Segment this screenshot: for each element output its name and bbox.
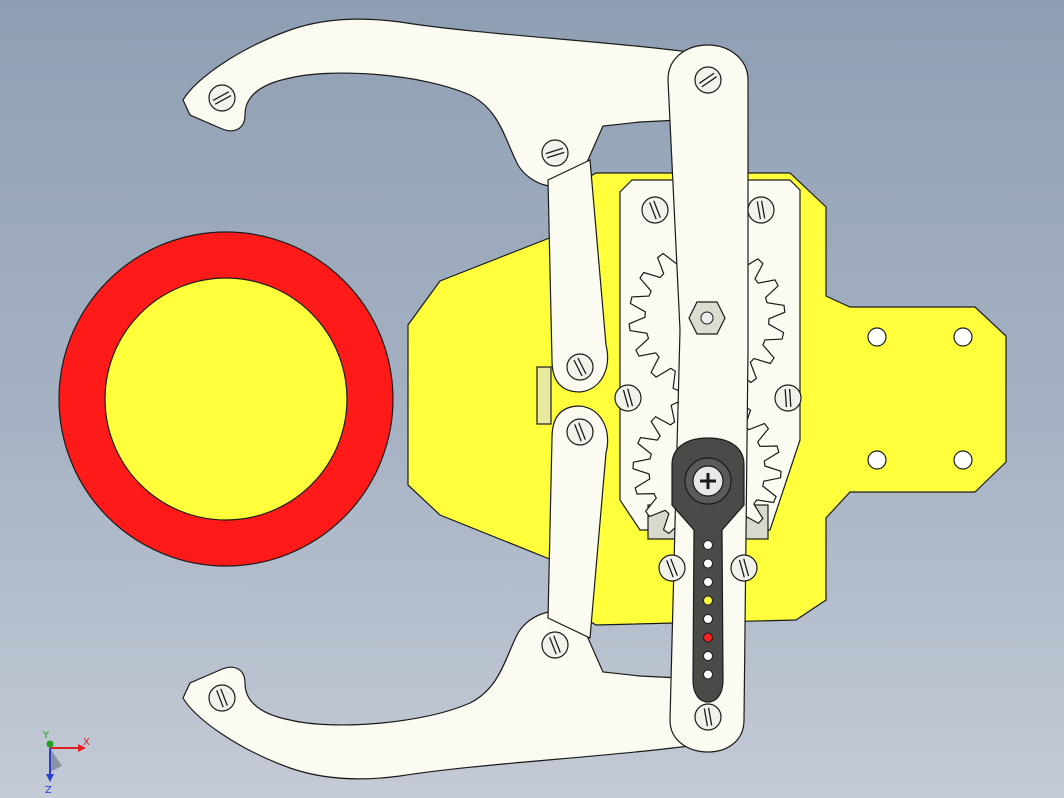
z-axis-arrowhead bbox=[46, 774, 54, 782]
upper-link bbox=[547, 159, 609, 393]
slotted-screw-icon bbox=[658, 554, 686, 582]
horn-hole bbox=[703, 577, 713, 587]
linkage-arm-body bbox=[667, 44, 749, 753]
phillips-icon bbox=[700, 473, 716, 489]
upper-jaw-body bbox=[182, 18, 691, 188]
y-axis-label: Y bbox=[42, 730, 50, 741]
horn-hole bbox=[703, 651, 713, 661]
slotted-screw-icon bbox=[541, 631, 569, 659]
target-ring[interactable] bbox=[58, 231, 394, 567]
slotted-screw-icon bbox=[641, 196, 669, 224]
slotted-screw-icon bbox=[566, 418, 594, 446]
mount-hole bbox=[953, 450, 973, 470]
horn-hole bbox=[703, 614, 713, 624]
x-axis-label: X bbox=[83, 737, 90, 748]
ring-center bbox=[104, 277, 348, 521]
linkage-arm[interactable] bbox=[667, 44, 749, 753]
triad-origin-shadow bbox=[50, 748, 62, 772]
mount-hole bbox=[953, 327, 973, 347]
slotted-screw-icon bbox=[614, 384, 642, 412]
lower-jaw-body bbox=[182, 610, 691, 780]
horn-hole bbox=[703, 669, 713, 680]
slotted-screw-icon bbox=[694, 703, 722, 731]
mount-hole bbox=[867, 327, 887, 347]
slotted-screw-icon bbox=[208, 84, 236, 112]
bracket-tab bbox=[536, 366, 552, 425]
slotted-screw-icon bbox=[208, 684, 236, 712]
mount-hole bbox=[867, 450, 887, 470]
slotted-screw-icon bbox=[730, 554, 758, 582]
horn-hole bbox=[703, 558, 713, 569]
lower-link bbox=[547, 405, 609, 639]
slotted-screw-icon bbox=[541, 139, 569, 167]
servo-horn[interactable] bbox=[671, 437, 745, 703]
horn-hole bbox=[703, 595, 713, 606]
horn-hole bbox=[703, 540, 713, 550]
screws bbox=[208, 66, 802, 731]
slotted-screw-icon bbox=[774, 384, 802, 412]
horn-hole bbox=[703, 632, 713, 643]
servo-horn-body bbox=[671, 437, 745, 703]
slotted-screw-icon bbox=[566, 353, 594, 381]
coordinate-triad: X Y Z bbox=[42, 730, 90, 796]
hex-nut-center bbox=[700, 311, 714, 325]
z-axis-label: Z bbox=[45, 785, 52, 796]
y-axis-dot bbox=[46, 740, 54, 748]
slotted-screw-icon bbox=[747, 196, 775, 224]
slotted-screw-icon bbox=[694, 66, 722, 94]
x-axis-arrowhead bbox=[78, 744, 86, 752]
